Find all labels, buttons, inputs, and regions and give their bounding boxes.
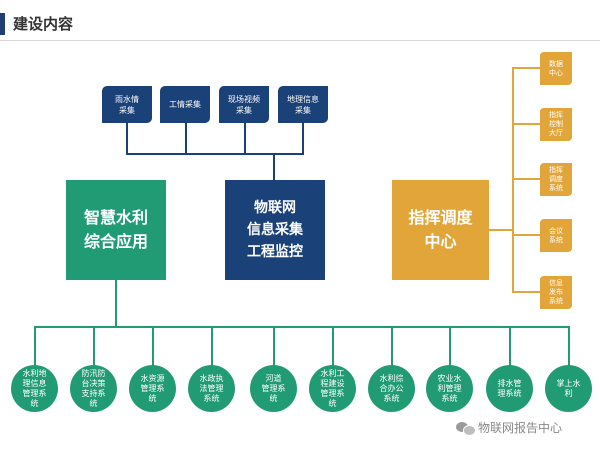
command-trunk <box>512 67 514 293</box>
app-drop-3 <box>152 326 154 366</box>
app-circle-law-enforcement: 水政执 法管理 系统 <box>188 365 235 412</box>
command-item-label: 会议 系统 <box>549 226 563 244</box>
app-circle-agriculture: 农业水 利管理 系统 <box>426 365 473 412</box>
app-circle-drainage: 排水管 理系统 <box>486 365 533 412</box>
sensor-box-gis: 地理信息 采集 <box>278 86 328 123</box>
command-branch-4 <box>512 234 540 236</box>
watermark: 物联网报告中心 <box>456 419 562 436</box>
sensor-drop-2 <box>185 121 187 154</box>
command-label: 指挥调度 中心 <box>408 208 473 251</box>
sensor-bus <box>126 153 304 155</box>
sensor-label: 地理信息 采集 <box>287 94 319 115</box>
app-label: 水利工 程建设 管理系 统 <box>320 368 345 408</box>
sensor-drop-3 <box>244 121 246 154</box>
iot-collection-box: 物联网 信息采集 工程监控 <box>225 180 325 280</box>
app-drop-7 <box>391 326 393 366</box>
app-label: 水利综 合办公 系统 <box>379 373 404 403</box>
sensor-box-rain: 雨水情 采集 <box>102 86 152 123</box>
sensor-to-iot <box>273 153 275 180</box>
app-label: 河道 管理系 统 <box>261 373 286 403</box>
smart-water-label: 智慧水利 综合应用 <box>83 208 148 251</box>
iot-label: 物联网 信息采集 工程监控 <box>247 200 303 260</box>
app-label: 排水管 理系统 <box>497 378 522 398</box>
command-item-meeting-system: 会议 系统 <box>540 219 572 252</box>
command-branch-2 <box>512 123 540 125</box>
sensor-drop-4 <box>302 121 304 154</box>
sensor-label: 工情采集 <box>169 100 201 109</box>
app-circle-water-resource: 水资源 管理系 统 <box>129 365 176 412</box>
app-circle-office: 水利综 合办公 系统 <box>368 365 415 412</box>
app-drop-9 <box>509 326 511 366</box>
command-to-trunk <box>489 229 513 231</box>
command-item-dispatch-system: 指挥 调度 系统 <box>540 163 572 196</box>
app-bus <box>34 326 570 328</box>
sensor-label: 雨水情 采集 <box>115 94 139 115</box>
smart-water-app-box: 智慧水利 综合应用 <box>66 180 166 280</box>
command-item-label: 信息 发布 系统 <box>549 279 563 305</box>
app-label: 掌上水 利 <box>556 378 581 398</box>
app-circle-gis: 水利地 理信息 管理系 统 <box>11 365 58 412</box>
command-branch-3 <box>512 178 540 180</box>
header-accent-bar <box>0 13 5 35</box>
command-center-box: 指挥调度 中心 <box>392 180 489 280</box>
command-item-control-hall: 指挥 控制 大厅 <box>540 108 572 141</box>
sensor-box-video: 现场视频 采集 <box>219 86 269 123</box>
app-drop-10 <box>568 326 570 366</box>
app-circle-mobile: 掌上水 利 <box>545 365 592 412</box>
command-item-data-center: 数据 中心 <box>540 52 572 85</box>
wechat-icon <box>456 421 476 436</box>
app-drop-8 <box>449 326 451 366</box>
app-drop-2 <box>93 326 95 366</box>
header-divider <box>0 40 600 41</box>
command-branch-5 <box>512 291 540 293</box>
app-label: 水政执 法管理 系统 <box>199 373 224 403</box>
app-circle-flood: 防汛防 台决策 支持系 统 <box>70 365 117 412</box>
app-label: 水利地 理信息 管理系 统 <box>22 368 47 408</box>
app-drop-6 <box>332 326 334 366</box>
app-label: 水资源 管理系 统 <box>140 373 165 403</box>
app-label: 农业水 利管理 系统 <box>437 373 462 403</box>
command-branch-1 <box>512 67 540 69</box>
sensor-drop-1 <box>126 121 128 154</box>
command-item-label: 指挥 控制 大厅 <box>549 111 563 137</box>
sensor-box-work: 工情采集 <box>160 86 210 123</box>
app-drop-5 <box>273 326 275 366</box>
app-circle-river: 河道 管理系 统 <box>250 365 297 412</box>
smart-to-bus <box>115 280 117 327</box>
watermark-text: 物联网报告中心 <box>478 421 563 435</box>
page-title: 建设内容 <box>13 15 74 33</box>
app-label: 防汛防 台决策 支持系 统 <box>81 368 106 408</box>
app-circle-construction: 水利工 程建设 管理系 统 <box>309 365 356 412</box>
app-drop-1 <box>34 326 36 366</box>
command-item-publish-system: 信息 发布 系统 <box>540 276 572 309</box>
command-item-label: 数据 中心 <box>549 59 563 77</box>
app-drop-4 <box>211 326 213 366</box>
command-item-label: 指挥 调度 系统 <box>549 166 563 192</box>
sensor-label: 现场视频 采集 <box>228 94 260 115</box>
